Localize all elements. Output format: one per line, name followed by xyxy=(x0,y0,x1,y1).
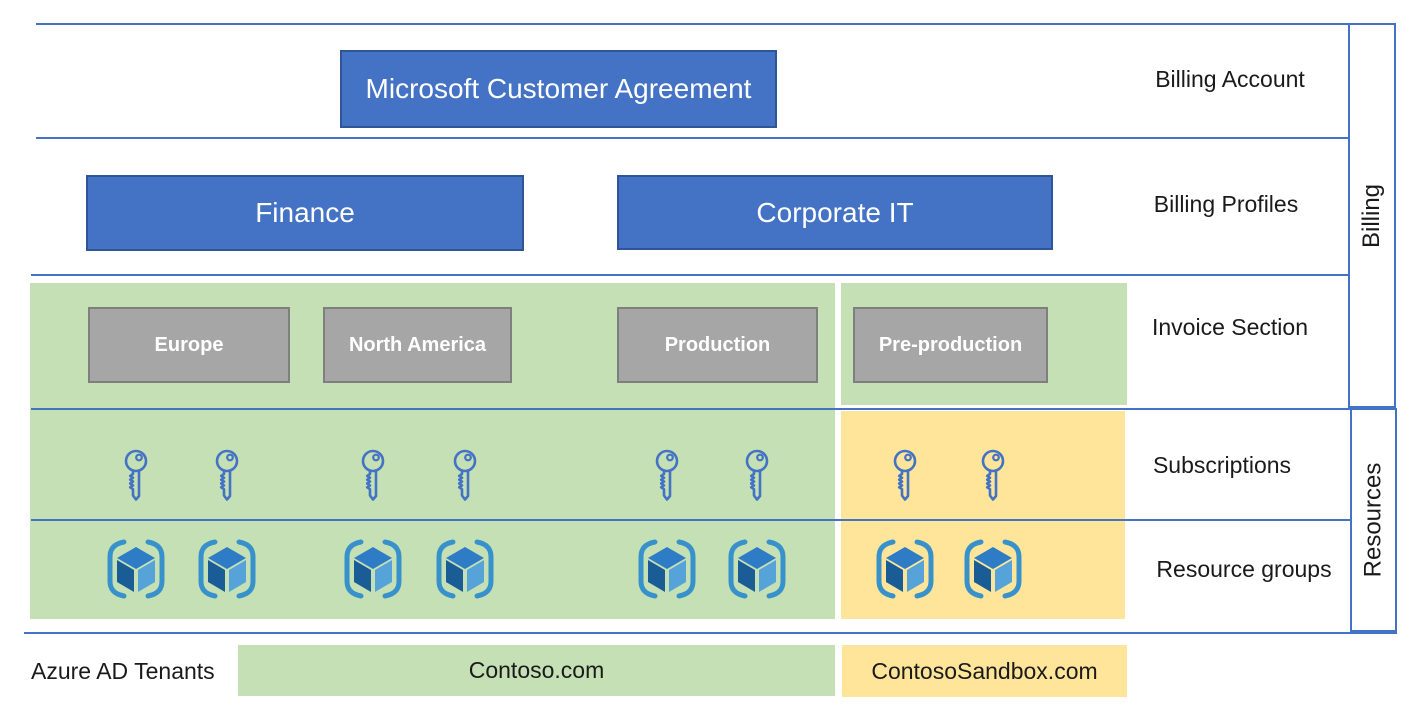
key-icon xyxy=(650,448,684,506)
invoice-section-box-europe: Europe xyxy=(88,307,290,383)
invoice-section-box-pre-production: Pre-production xyxy=(853,307,1048,383)
key-icon xyxy=(356,448,390,506)
billing-group-box: Billing xyxy=(1348,23,1396,408)
divider-subscriptions xyxy=(31,519,1350,521)
resources-group-box: Resources xyxy=(1350,408,1397,632)
resource-group-icon xyxy=(340,537,406,601)
invoice-section-box-north-america: North America xyxy=(323,307,512,383)
key-icon xyxy=(119,448,153,506)
billing-profile-box-corporate-it: Corporate IT xyxy=(617,175,1053,250)
tenants-caption: Azure AD Tenants xyxy=(31,658,215,684)
key-icon xyxy=(976,448,1010,506)
divider-invoice-section xyxy=(31,408,1397,410)
divider-top xyxy=(36,23,1396,25)
divider-billing-account xyxy=(36,137,1348,139)
resource-group-icon xyxy=(432,537,498,601)
invoice-section-box-production: Production xyxy=(617,307,818,383)
resource-group-icon xyxy=(960,537,1026,601)
tenant-contoso: Contoso.com xyxy=(238,645,835,696)
resources-group-label: Resources xyxy=(1359,462,1387,578)
billing-account-box: Microsoft Customer Agreement xyxy=(340,50,777,128)
key-icon xyxy=(740,448,774,506)
divider-billing-profiles xyxy=(31,274,1348,276)
resource-group-icon xyxy=(194,537,260,601)
divider-bottom xyxy=(24,632,1397,634)
key-icon xyxy=(210,448,244,506)
row-label-billing-account: Billing Account xyxy=(1155,66,1305,92)
row-label-invoice-section: Invoice Section xyxy=(1152,314,1308,340)
resource-group-icon xyxy=(634,537,700,601)
billing-profile-box-finance: Finance xyxy=(86,175,524,251)
resource-group-icon xyxy=(103,537,169,601)
key-icon xyxy=(448,448,482,506)
row-label-resource-groups: Resource groups xyxy=(1156,556,1332,582)
resource-group-icon xyxy=(724,537,790,601)
key-icon xyxy=(888,448,922,506)
tenant-contoso-sandbox: ContosoSandbox.com xyxy=(842,645,1127,697)
row-label-billing-profiles: Billing Profiles xyxy=(1153,191,1299,217)
billing-group-label: Billing xyxy=(1358,183,1385,248)
resource-group-icon xyxy=(872,537,938,601)
row-label-subscriptions: Subscriptions xyxy=(1152,452,1292,478)
